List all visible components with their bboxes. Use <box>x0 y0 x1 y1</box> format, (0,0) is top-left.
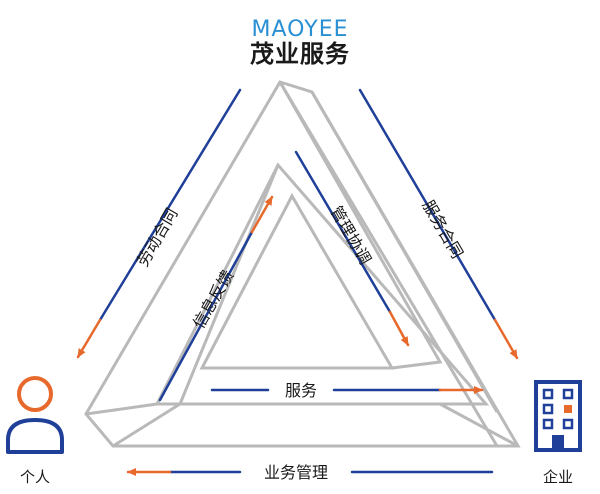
service-contract-line <box>358 88 497 322</box>
management-coordination-line <box>294 150 392 314</box>
service-contract-arrow <box>493 318 519 360</box>
enterprise-label: 企业 <box>543 468 573 486</box>
brand-name-en: MAOYEE <box>252 17 349 42</box>
labor-contract-label: 劳动合同 <box>133 205 181 270</box>
person-icon <box>6 376 64 454</box>
labor-contract-line <box>98 88 242 322</box>
brand-name-cn: 茂业服务 <box>250 40 350 68</box>
info-feedback-arrow <box>250 195 274 234</box>
service-contract-label: 服务合同 <box>419 197 467 262</box>
info-feedback-line <box>158 230 254 402</box>
building-icon <box>534 380 582 452</box>
business-management-label: 业务管理 <box>264 463 328 482</box>
individual-label: 个人 <box>20 468 50 486</box>
management-coordination-arrow <box>388 310 410 347</box>
relation-lines <box>76 88 519 476</box>
labor-contract-arrow <box>76 318 102 359</box>
service-label: 服务 <box>285 381 317 400</box>
